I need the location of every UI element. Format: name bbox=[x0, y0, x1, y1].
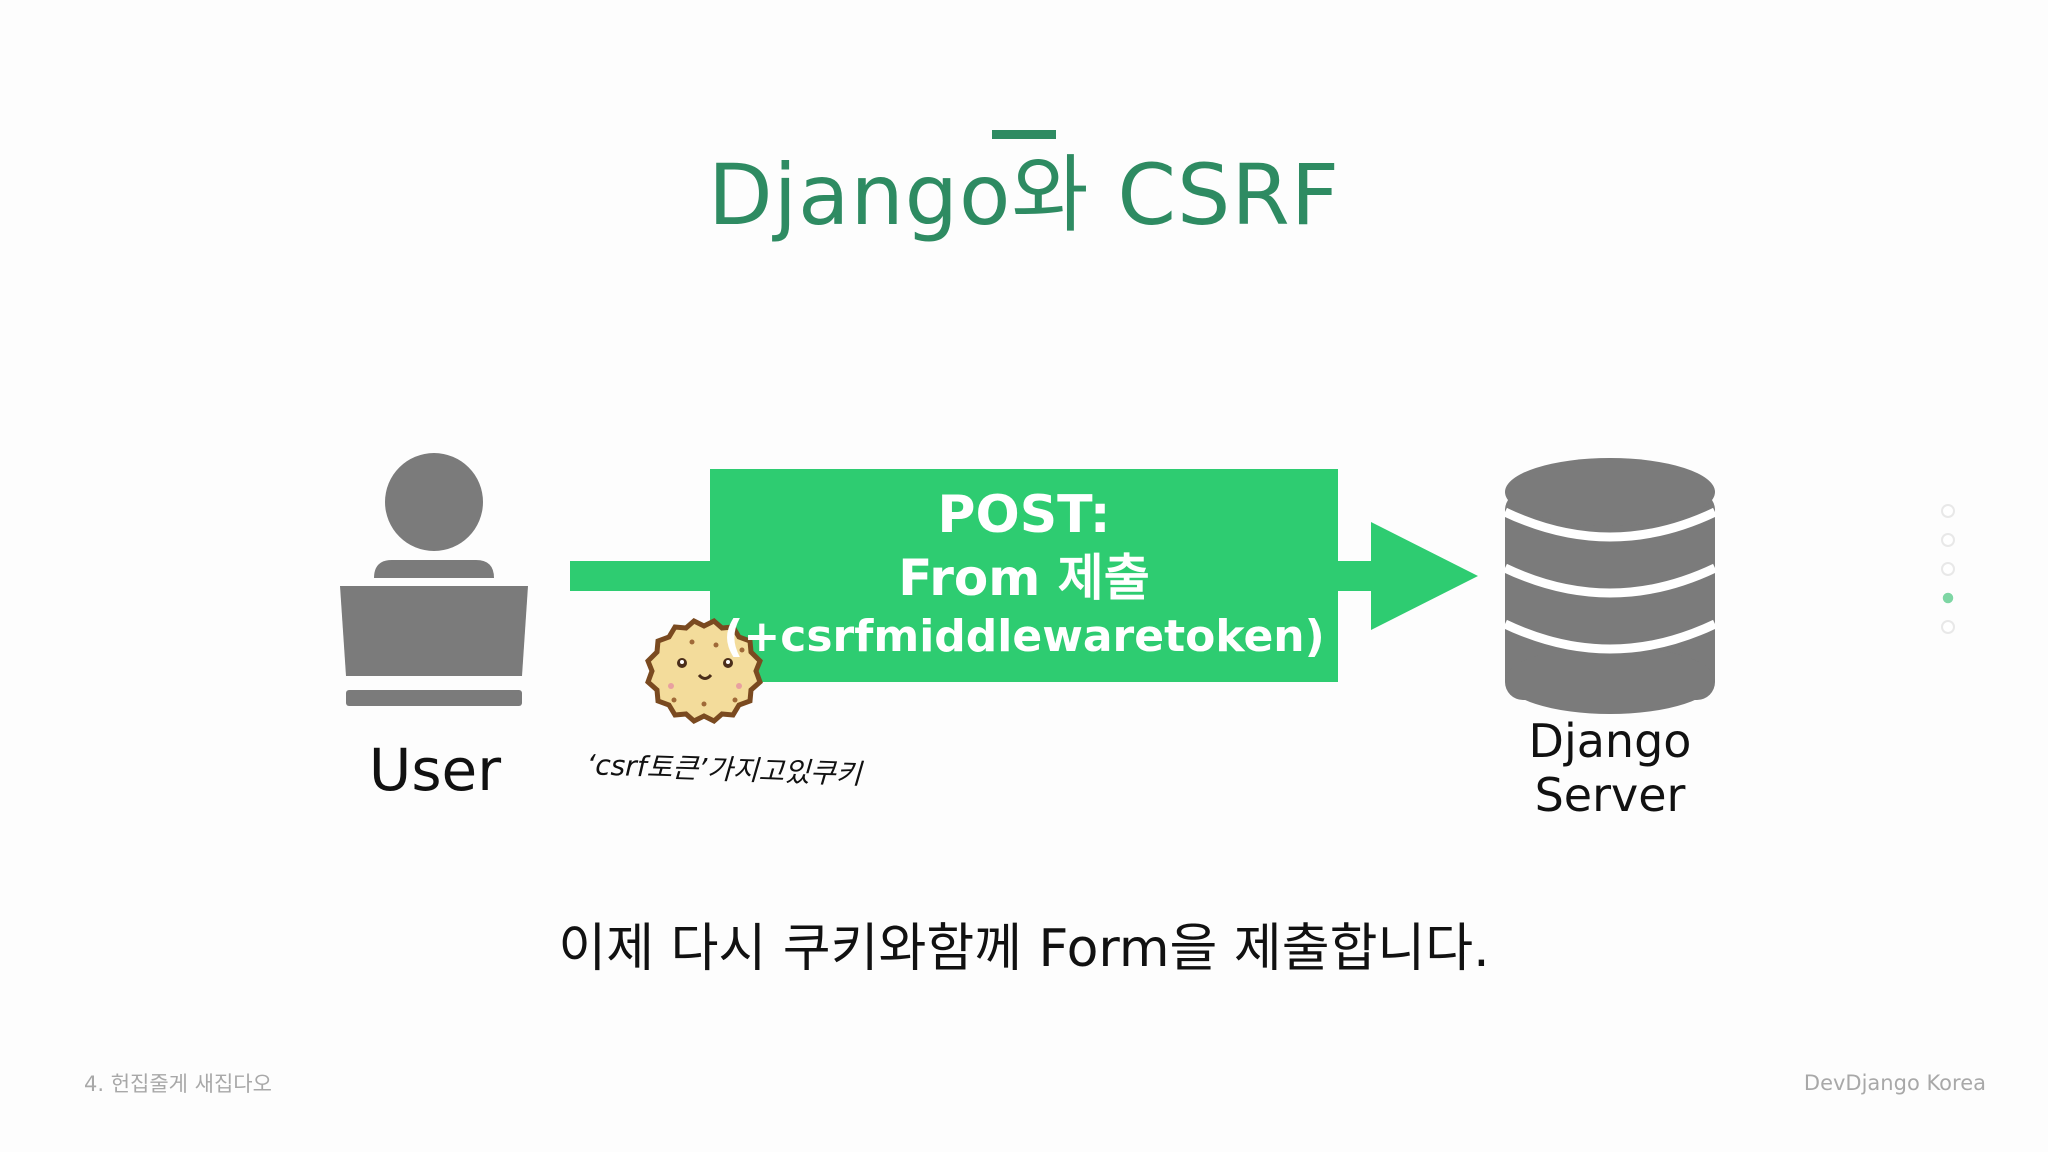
request-description: From 제출 bbox=[898, 549, 1150, 607]
footer-section-title: 4. 헌집줄게 새집다오 bbox=[84, 1072, 272, 1096]
user-label: User bbox=[368, 736, 502, 804]
server-label-line1: Django bbox=[1528, 714, 1692, 768]
pagination-dot-3[interactable] bbox=[1941, 562, 1955, 576]
pagination-dot-2[interactable] bbox=[1941, 533, 1955, 547]
server-label: Django Server bbox=[1480, 714, 1740, 822]
database-icon bbox=[1503, 458, 1717, 714]
slide-title: Django와 CSRF bbox=[707, 146, 1341, 244]
request-token: (+csrfmiddlewaretoken) bbox=[723, 611, 1325, 662]
server-label-line2: Server bbox=[1534, 768, 1686, 822]
slide-pagination bbox=[1941, 504, 1959, 649]
user-icon bbox=[340, 453, 528, 706]
title-accent-bar bbox=[992, 130, 1056, 139]
footer-brand: DevDjango Korea bbox=[1803, 1071, 1986, 1095]
request-box-text: POST: From 제출 (+csrfmiddlewaretoken) bbox=[710, 482, 1338, 666]
request-arrow bbox=[570, 469, 1478, 682]
pagination-dot-5[interactable] bbox=[1941, 620, 1955, 634]
request-method: POST: bbox=[937, 485, 1111, 545]
pagination-dot-1[interactable] bbox=[1941, 504, 1955, 518]
cookie-icon bbox=[645, 618, 763, 724]
pagination-dot-4[interactable] bbox=[1942, 592, 1954, 604]
slide-caption: 이제 다시 쿠키와함께 Form을 제출합니다. bbox=[558, 919, 1490, 979]
